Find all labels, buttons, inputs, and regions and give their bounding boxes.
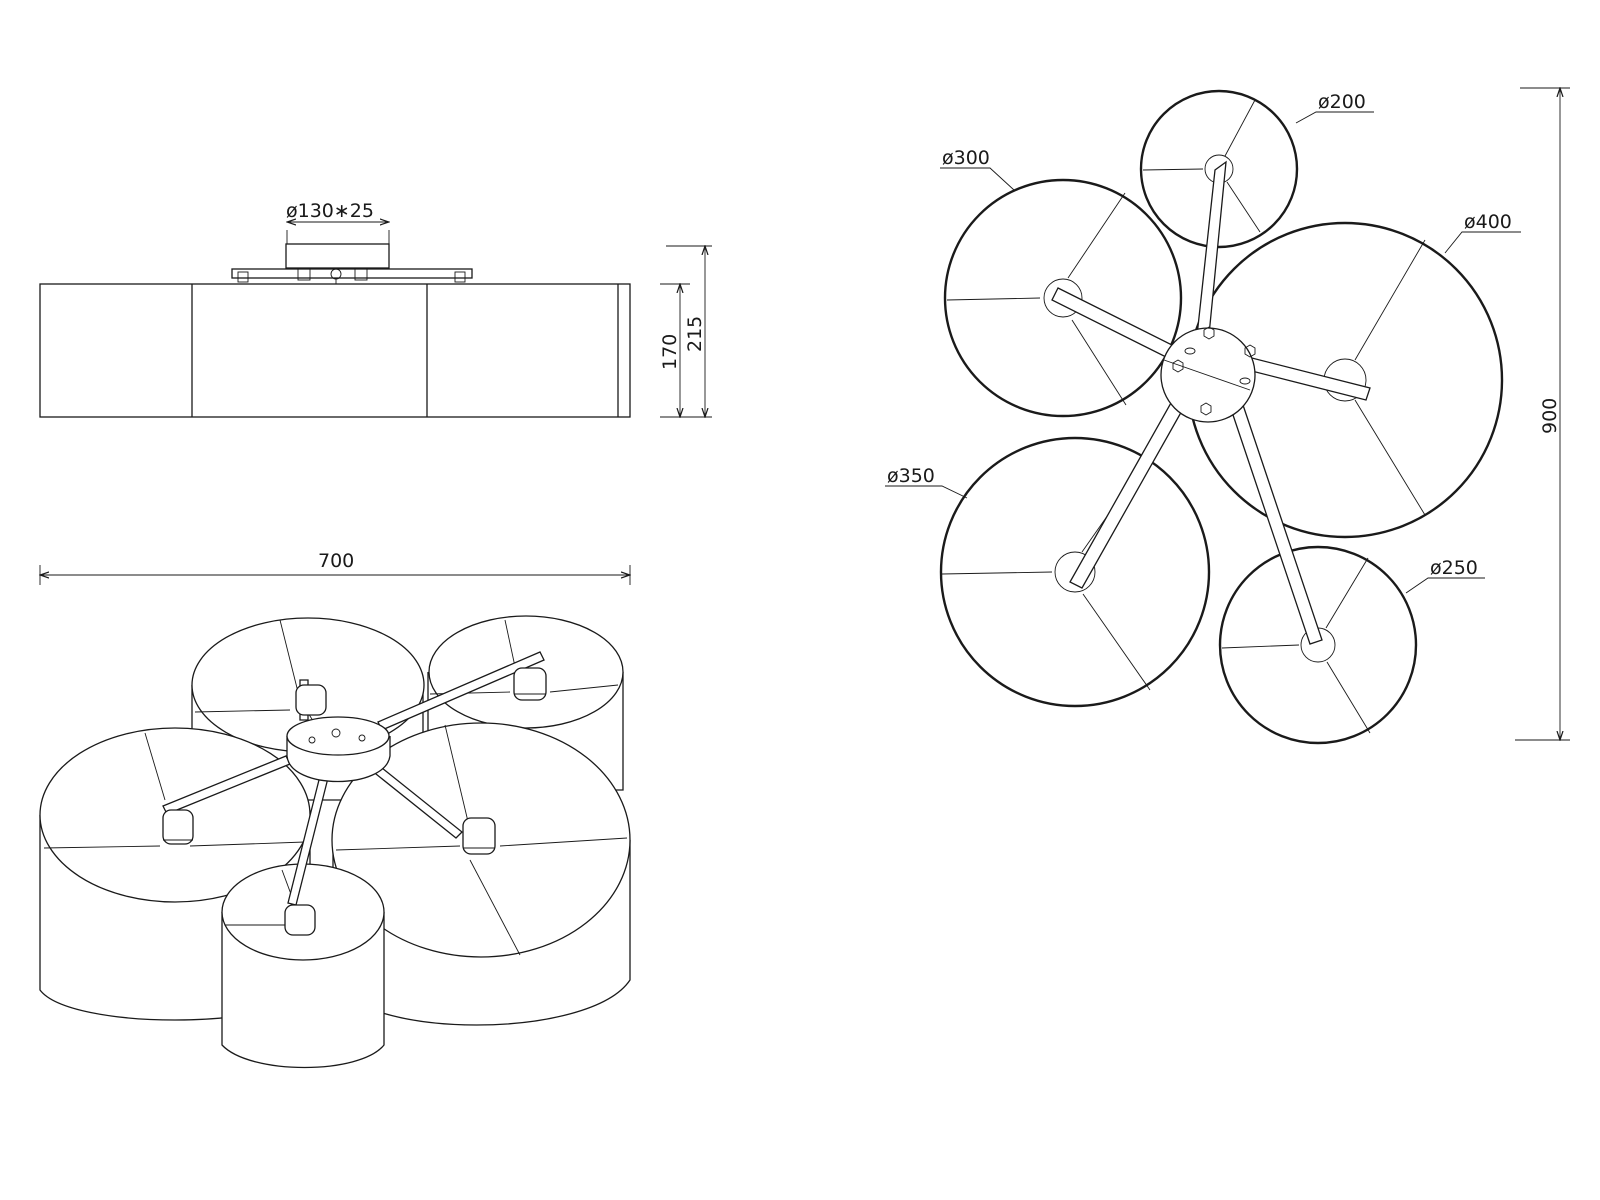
- shade-200-label: ø200: [1318, 91, 1366, 113]
- shade-250-label: ø250: [1430, 557, 1478, 579]
- top-arms: [1051, 160, 1371, 645]
- cylinder-front-small: [221, 863, 385, 1069]
- shade-block: [39, 283, 631, 418]
- top-view: ø300 ø200 ø400 ø350 ø250 900: [885, 88, 1570, 745]
- top-hub: [1160, 326, 1256, 423]
- shade-400-label: ø400: [1464, 211, 1512, 233]
- shade-250: [1218, 545, 1418, 745]
- shade-height-label: 170: [659, 334, 681, 370]
- sockets: [162, 667, 547, 936]
- width-dimension: 700: [40, 550, 630, 585]
- shade-200: [1139, 89, 1299, 249]
- width-label: 700: [318, 550, 354, 572]
- perspective-view: [39, 615, 631, 1069]
- shade-300: [943, 178, 1183, 418]
- shade-300-label: ø300: [942, 147, 990, 169]
- shade-350-label: ø350: [887, 465, 935, 487]
- total-height-label: 215: [684, 316, 706, 352]
- perspective-hub: [286, 716, 391, 782]
- overall-label: 900: [1539, 398, 1561, 434]
- shade-labels: ø300 ø200 ø400 ø350 ø250: [885, 91, 1521, 594]
- side-view: ø130∗25 170 215: [39, 200, 712, 418]
- overall-dimension: 900: [1515, 88, 1570, 740]
- perspective-arms: [162, 651, 545, 906]
- mount-bar: [231, 268, 473, 279]
- canopy-dimension-label: ø130∗25: [286, 200, 374, 222]
- canopy: [285, 243, 390, 269]
